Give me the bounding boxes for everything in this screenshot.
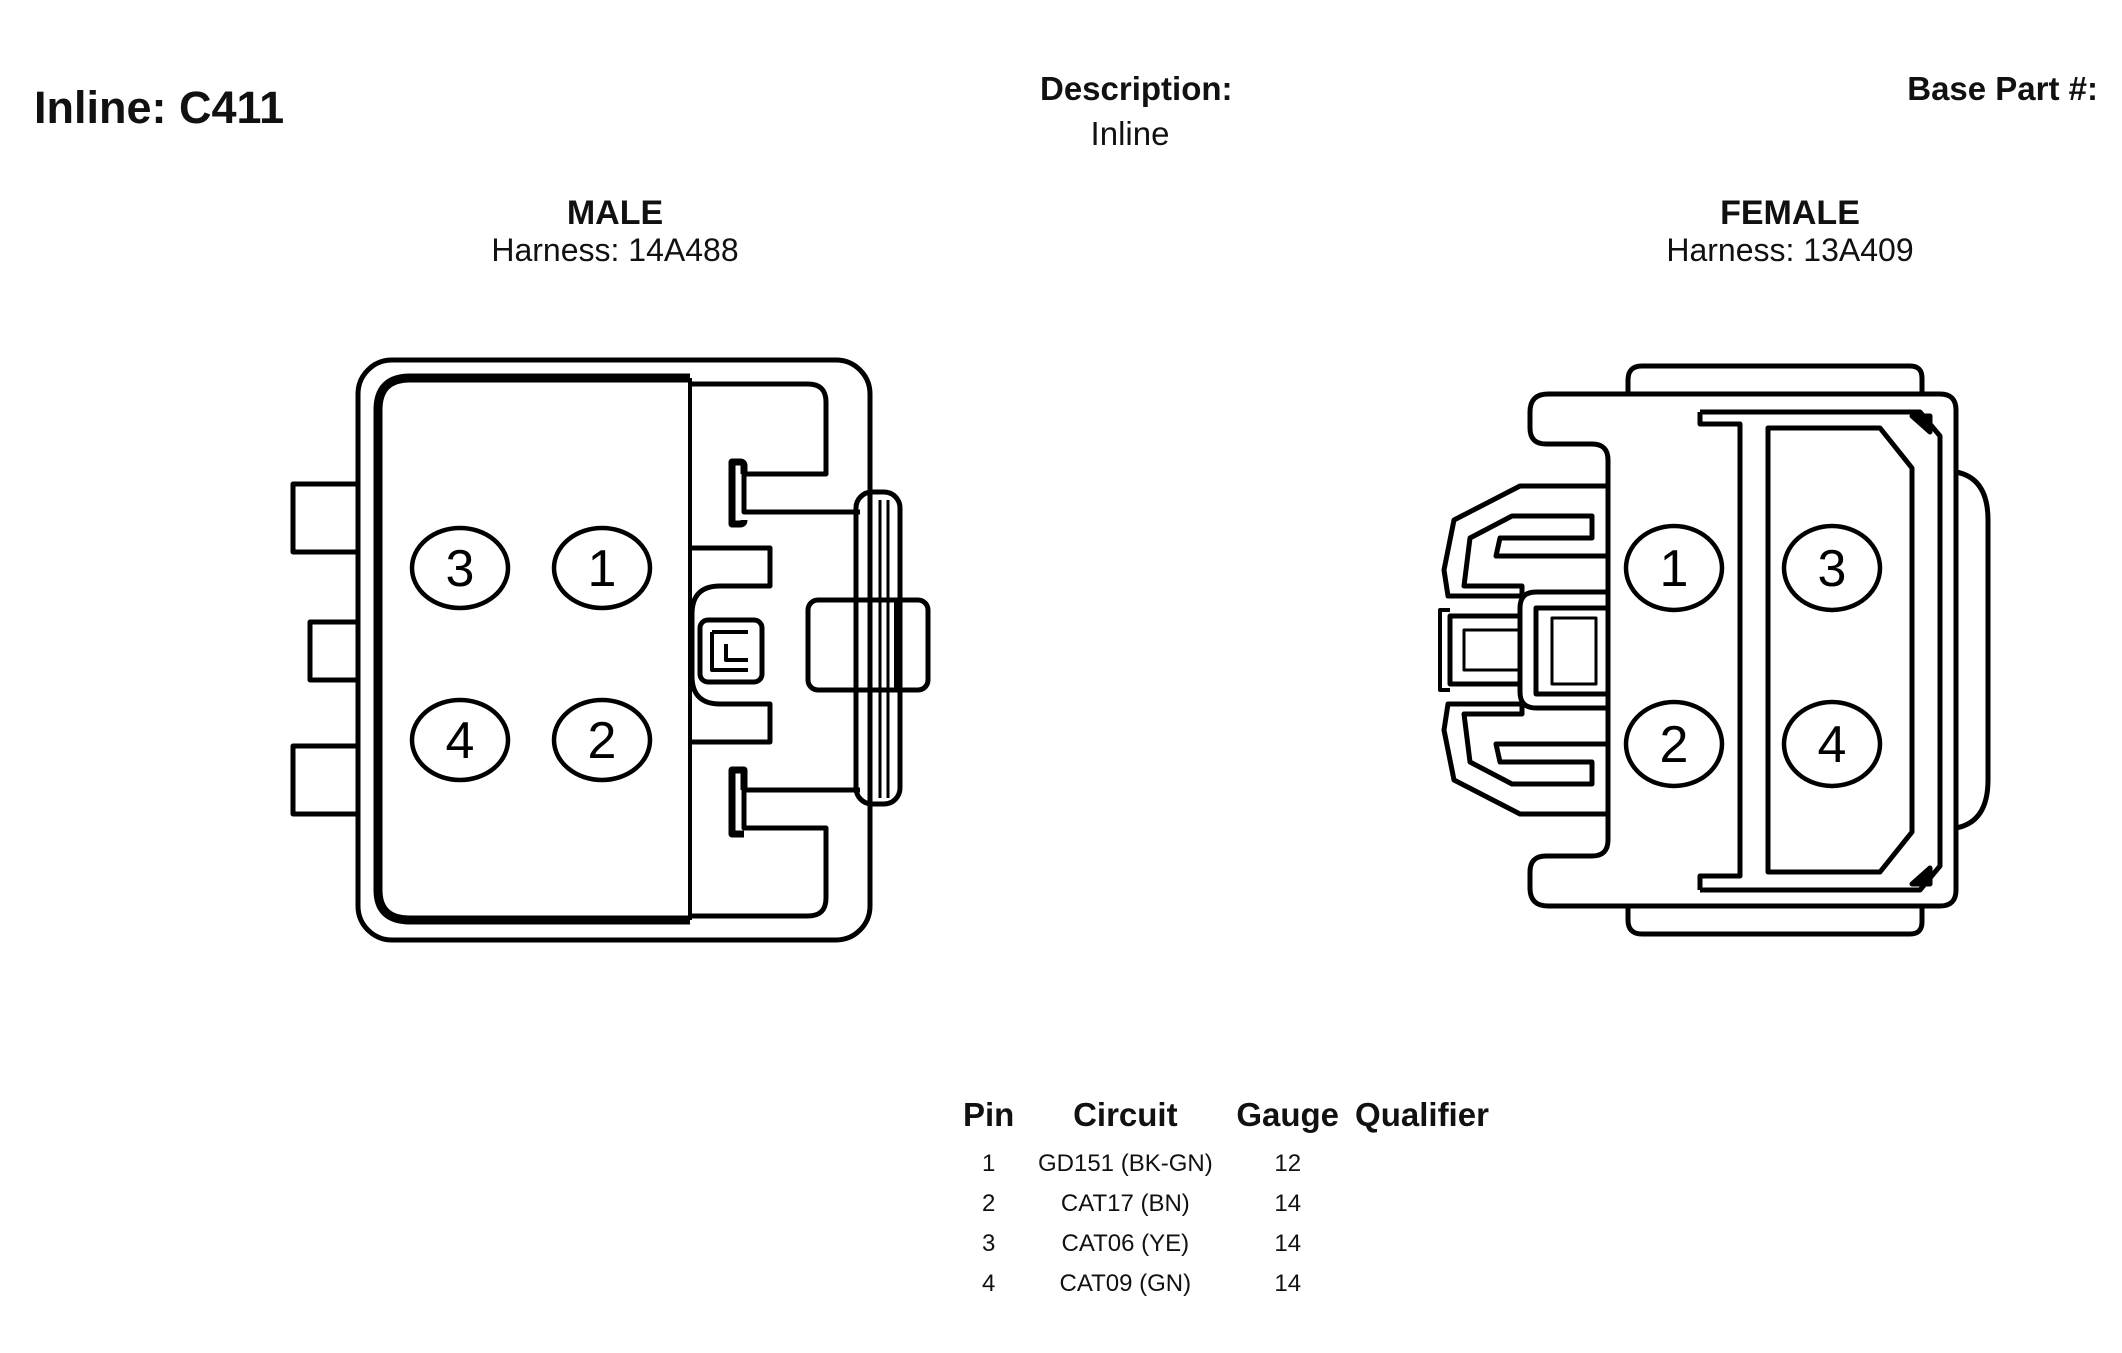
row-pin: 4: [981, 1270, 996, 1297]
male-latch-square: [697, 617, 765, 685]
male-pin-3-label: 3: [446, 540, 475, 598]
female-label: FEMALE: [1720, 194, 1860, 232]
description-label: Description:: [1040, 70, 1233, 107]
female-pin-3-label: 3: [1818, 540, 1847, 598]
female-pin-1-label: 1: [1660, 540, 1689, 598]
female-pin-4: [1781, 699, 1883, 789]
row-gauge: 14: [1274, 1190, 1302, 1217]
header-qualifier: Qualifier: [1355, 1096, 1489, 1133]
male-connector-face: 3 1 4 2: [290, 357, 931, 943]
table-row: 4 CAT09 (GN) 14: [955, 1264, 1497, 1304]
row-qualifier: [1347, 1144, 1497, 1184]
table-row: 2 CAT17 (BN) 14: [955, 1184, 1497, 1224]
row-gauge: 14: [1274, 1270, 1302, 1297]
female-top-rail: [1625, 363, 1925, 394]
table-row: 1 GD151 (BK-GN) 12: [955, 1144, 1497, 1184]
male-pin-2-label: 2: [588, 712, 617, 770]
male-left-tab-bottom: [290, 743, 358, 817]
female-bottom-rail: [1625, 906, 1925, 937]
row-gauge: 14: [1274, 1230, 1302, 1257]
male-outer-body: [355, 357, 873, 943]
description-value: Inline: [1090, 115, 1170, 152]
female-pin-2-label: 2: [1660, 716, 1689, 774]
male-pin-3: [409, 525, 511, 611]
row-circuit: CAT09 (GN): [1059, 1270, 1192, 1297]
male-pin-4-label: 4: [446, 712, 475, 770]
row-qualifier: [1347, 1264, 1497, 1304]
female-latch-arm-top: [1441, 483, 1608, 599]
female-right-bump: [1955, 469, 1991, 831]
female-center-latch: [1517, 589, 1608, 711]
female-latch-window: [1533, 605, 1611, 697]
female-body: [1527, 391, 1959, 909]
male-pin-1-label: 1: [588, 540, 617, 598]
row-qualifier: [1347, 1224, 1497, 1264]
male-label: MALE: [566, 194, 664, 232]
male-pin-2: [551, 697, 653, 783]
pin-table: Pin Circuit Gauge Qualifier 1 GD151 (BK-…: [955, 1096, 1497, 1304]
female-pin-3: [1781, 523, 1883, 613]
row-circuit: CAT17 (BN): [1060, 1190, 1190, 1217]
table-row: 3 CAT06 (YE) 14: [955, 1224, 1497, 1264]
header-pin: Pin: [963, 1096, 1015, 1133]
male-pin-cavity: [373, 373, 690, 925]
row-circuit: CAT06 (YE): [1061, 1230, 1190, 1257]
male-left-tab-mid: [307, 619, 358, 683]
row-qualifier: [1347, 1184, 1497, 1224]
male-left-tab-top: [290, 481, 358, 555]
row-pin: 2: [981, 1190, 996, 1217]
female-pin-1: [1623, 523, 1725, 613]
male-pin-1: [551, 525, 653, 611]
header-gauge: Gauge: [1236, 1096, 1340, 1133]
row-gauge: 12: [1274, 1150, 1302, 1177]
male-pin-4: [409, 697, 511, 783]
female-harness: Harness: 13A409: [1666, 232, 1914, 268]
male-lock-button: [805, 597, 931, 693]
male-latch-channel: [690, 381, 860, 515]
female-latch-arm-bottom: [1441, 701, 1608, 817]
connector-title: Inline: C411: [34, 82, 285, 133]
male-harness: Harness: 14A488: [491, 232, 739, 268]
female-pin-4-label: 4: [1818, 716, 1847, 774]
row-circuit: GD151 (BK-GN): [1037, 1150, 1213, 1177]
female-pin-2: [1623, 699, 1725, 789]
female-connector-face: 1 3 2 4: [1438, 363, 1991, 937]
row-pin: 1: [981, 1150, 996, 1177]
row-pin: 3: [981, 1230, 996, 1257]
female-inner-channel: [1700, 409, 1943, 893]
base-part-label: Base Part #:: [1907, 70, 2098, 107]
header-circuit: Circuit: [1073, 1096, 1178, 1133]
pin-table-header: Pin Circuit Gauge Qualifier: [955, 1096, 1497, 1144]
